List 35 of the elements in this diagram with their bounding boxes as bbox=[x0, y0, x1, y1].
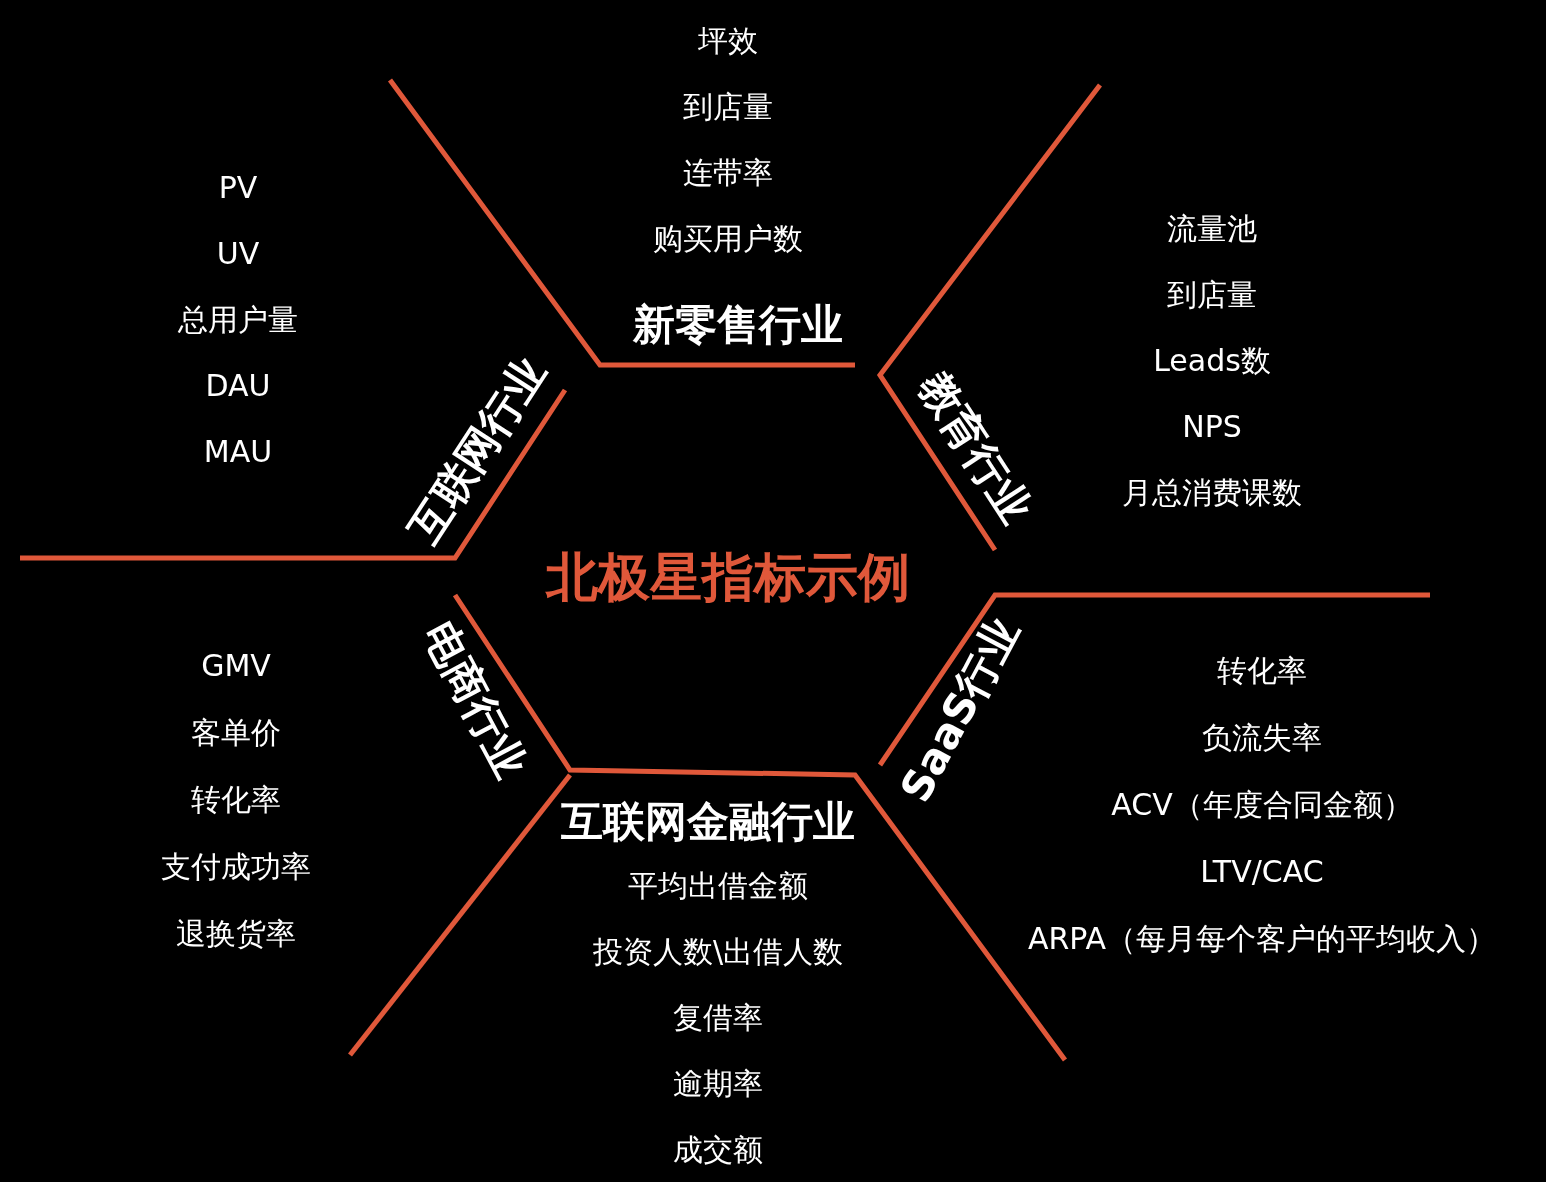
metric-label: 到店量 bbox=[683, 89, 773, 123]
metric-label: 平均出借金额 bbox=[628, 868, 808, 902]
metric-label: UV bbox=[216, 236, 260, 270]
metric-label: GMV bbox=[201, 648, 271, 682]
sector-heading: 教育行业 bbox=[909, 364, 1041, 532]
metric-label: 逾期率 bbox=[673, 1066, 763, 1100]
metric-label: MAU bbox=[203, 434, 273, 468]
sector-heading: 新零售行业 bbox=[633, 301, 843, 349]
metric-label: 连带率 bbox=[683, 155, 773, 189]
metric-label: 购买用户数 bbox=[653, 221, 803, 255]
metric-label: PV bbox=[218, 170, 258, 204]
metric-label: Leads数 bbox=[1153, 343, 1271, 377]
metric-label: ARPA（每月每个客户的平均收入） bbox=[1027, 921, 1497, 955]
sector-heading: 互联网行业 bbox=[401, 349, 555, 551]
metric-label: ACV（年度合同金额） bbox=[1111, 787, 1413, 821]
metric-label: LTV/CAC bbox=[1200, 854, 1324, 888]
metric-label: 客单价 bbox=[191, 715, 281, 749]
sector-heading: 互联网金融行业 bbox=[561, 798, 855, 846]
center-title: 北极星指标示例 bbox=[546, 549, 910, 607]
metric-label: NPS bbox=[1182, 409, 1242, 443]
metric-label: 流量池 bbox=[1167, 211, 1257, 245]
metric-label: 到店量 bbox=[1167, 277, 1257, 311]
sector-heading: 电商行业 bbox=[415, 615, 535, 785]
metric-label: 成交额 bbox=[673, 1132, 763, 1166]
metric-label: 退换货率 bbox=[176, 916, 296, 950]
metric-label: 负流失率 bbox=[1202, 720, 1322, 754]
metric-label: 月总消费课数 bbox=[1122, 475, 1302, 509]
metric-label: DAU bbox=[205, 368, 271, 402]
metric-label: 坪效 bbox=[698, 23, 758, 57]
metric-label: 复借率 bbox=[673, 1000, 763, 1034]
metric-label: 总用户量 bbox=[178, 302, 298, 336]
metric-label: 转化率 bbox=[191, 782, 281, 816]
metric-label: 投资人数\出借人数 bbox=[592, 934, 844, 968]
metric-label: 转化率 bbox=[1217, 653, 1307, 687]
metric-label: 支付成功率 bbox=[161, 849, 311, 883]
